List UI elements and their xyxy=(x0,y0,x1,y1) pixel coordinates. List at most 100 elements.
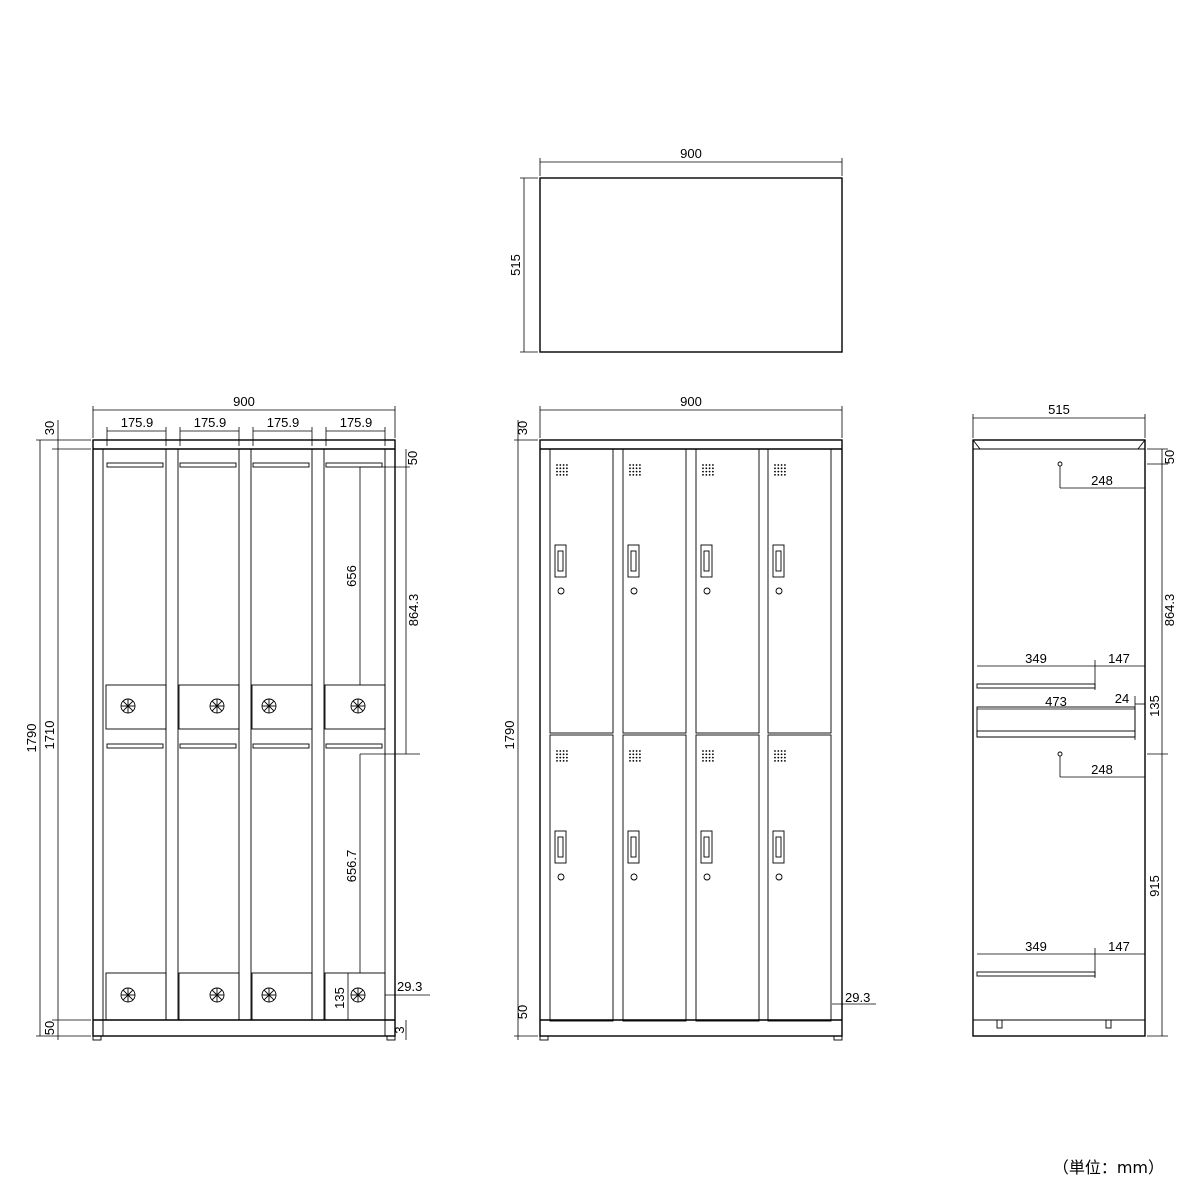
vent-dot xyxy=(784,467,786,470)
open-bottom-trays xyxy=(105,972,386,1021)
vent-icon xyxy=(350,987,366,1003)
vent-dot xyxy=(777,756,780,759)
vent-dot xyxy=(712,753,714,756)
vent-dot xyxy=(639,756,641,759)
vent-dot xyxy=(562,760,565,762)
keyhole-icon xyxy=(557,873,565,881)
vent-dot xyxy=(632,750,635,752)
vent-dot xyxy=(780,467,783,470)
vent-dot xyxy=(556,750,558,752)
vent-dot xyxy=(784,470,786,473)
vent-dot xyxy=(566,464,568,466)
compartment-4-width: 175.9 xyxy=(340,415,373,430)
locker-door xyxy=(549,448,614,734)
vent-dot xyxy=(708,464,711,466)
vent-dot xyxy=(566,467,568,470)
vent-dot xyxy=(780,464,783,466)
vent-dot xyxy=(702,750,704,752)
vent-dot xyxy=(780,474,783,476)
vent-dot xyxy=(780,750,783,752)
closed-width-label: 900 xyxy=(680,394,702,409)
vent-dot xyxy=(629,756,631,759)
side-shelf-lower xyxy=(976,971,1096,977)
vent-dot xyxy=(784,753,786,756)
vent-dot xyxy=(784,750,786,752)
vent-dot xyxy=(777,474,780,476)
vent-dot xyxy=(635,756,638,759)
vent-dot xyxy=(639,470,641,473)
vent-icon xyxy=(120,698,136,714)
door-handle xyxy=(772,830,785,864)
vent-dot xyxy=(784,760,786,762)
vent-dot xyxy=(559,467,562,470)
vent-dot xyxy=(774,756,776,759)
vent-dot xyxy=(556,467,558,470)
vent-dot xyxy=(774,750,776,752)
door-handle xyxy=(772,544,785,578)
side-view: 515 248 349 147 473 24 248 349 147 xyxy=(972,402,1177,1037)
side-tray-height: 135 xyxy=(1147,695,1162,717)
vent-dot xyxy=(774,470,776,473)
door-panel xyxy=(622,448,687,734)
vent-dot xyxy=(702,470,704,473)
side-tray xyxy=(976,706,1136,738)
vent-dot xyxy=(702,464,704,466)
vent-dot xyxy=(566,760,568,762)
locker-door xyxy=(622,734,687,1022)
door-panel xyxy=(695,448,760,734)
vent-dot xyxy=(559,464,562,466)
vent-dot xyxy=(632,470,635,473)
vent-dot xyxy=(639,474,641,476)
open-top-frame: 30 xyxy=(42,421,57,435)
vent-dot xyxy=(705,470,708,473)
vent-dot xyxy=(635,467,638,470)
vent-icon xyxy=(261,698,277,714)
closed-base: 50 xyxy=(515,1005,530,1019)
vent-dot xyxy=(559,750,562,752)
locker-door xyxy=(767,734,832,1022)
open-bottom-tray: 135 xyxy=(332,987,347,1009)
keyhole-icon xyxy=(630,873,638,881)
vent-dot xyxy=(712,470,714,473)
closed-door-offset: 29.3 xyxy=(845,990,870,1005)
vent-dot xyxy=(712,760,714,762)
vent-dot xyxy=(777,753,780,756)
vent-dot xyxy=(632,756,635,759)
vent-dot xyxy=(629,464,631,466)
closed-frame-outline xyxy=(539,439,843,1037)
vent-dot xyxy=(635,470,638,473)
vent-dot xyxy=(566,750,568,752)
vent-dot xyxy=(566,474,568,476)
vent-dot xyxy=(777,760,780,762)
vent-dot xyxy=(629,467,631,470)
open-upper-pitch: 864.3 xyxy=(406,594,421,627)
vent-dot xyxy=(705,756,708,759)
keyhole-icon xyxy=(775,587,783,595)
vent-icon xyxy=(209,987,225,1003)
compartment-3-width: 175.9 xyxy=(267,415,300,430)
top-view-depth-label: 515 xyxy=(508,254,523,276)
top-view-outline xyxy=(539,177,843,353)
tray-depth-dim: 473 xyxy=(1045,694,1067,709)
closed-total-height: 1790 xyxy=(502,721,517,750)
vent-dot xyxy=(705,467,708,470)
vent-dot xyxy=(712,464,714,466)
locker-door xyxy=(549,734,614,1022)
vent-dot xyxy=(712,750,714,752)
door-handle xyxy=(554,544,567,578)
side-shelf-upper xyxy=(976,683,1096,689)
vent-dot xyxy=(629,474,631,476)
front-open-view: 900 175.9 175.9 175.9 175.9 1790 1710 30… xyxy=(24,394,430,1041)
door-panel xyxy=(622,734,687,1022)
vent-dot xyxy=(780,753,783,756)
vent-dot xyxy=(702,474,704,476)
vent-dot xyxy=(780,760,783,762)
vent-dot xyxy=(712,756,714,759)
tray-gap-dim: 24 xyxy=(1115,691,1129,706)
vent-dot xyxy=(702,760,704,762)
vent-dot xyxy=(784,464,786,466)
vent-dot xyxy=(562,470,565,473)
vent-dot xyxy=(635,464,638,466)
lower-hook-dim: 248 xyxy=(1091,762,1113,777)
